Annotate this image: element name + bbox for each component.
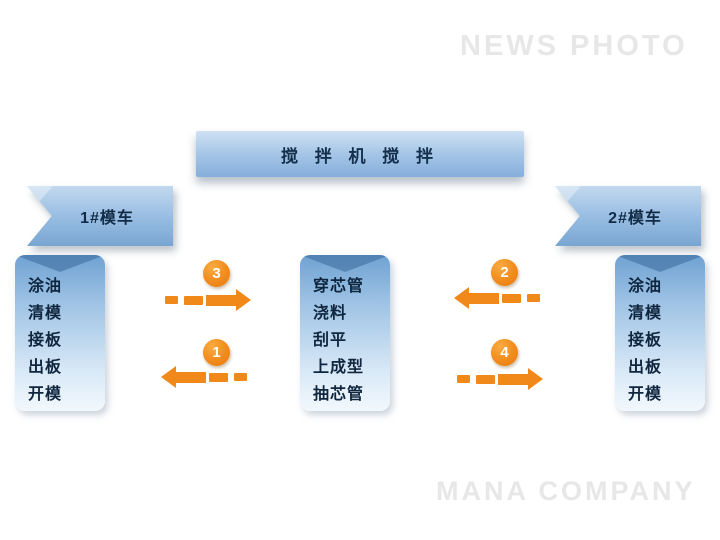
banner-fold-decoration — [555, 186, 581, 216]
list-item: 刮平 — [313, 332, 348, 349]
arrow-head-right-icon — [236, 289, 251, 311]
arrow-body — [454, 287, 499, 309]
arrow-dash — [476, 374, 495, 384]
right-banner-mold-car-2: 2#模车 — [555, 186, 701, 246]
list-item: 上成型 — [313, 359, 365, 376]
arrow-head-right-icon — [528, 368, 543, 390]
list-item: 浇料 — [313, 305, 348, 322]
process-list-center: 穿芯管 浇料 刮平 上成型 抽芯管 — [300, 255, 390, 408]
arrow-dash — [234, 373, 247, 381]
arrow-left-step2 — [454, 286, 543, 310]
watermark-bottom: MANA COMPANY — [436, 476, 696, 506]
arrow-tail — [469, 292, 499, 304]
step-badge-3: 3 — [203, 260, 230, 287]
process-box-left: 涂油 清模 接板 出板 开模 — [15, 255, 105, 411]
list-item: 清模 — [28, 305, 63, 322]
process-list-right: 涂油 清模 接板 出板 开模 — [615, 255, 705, 408]
step-badge-2: 2 — [491, 259, 518, 286]
arrow-head-left-icon — [161, 366, 176, 388]
right-banner-label: 2#模车 — [608, 210, 662, 227]
arrow-dash — [184, 295, 203, 305]
step-badge-1: 1 — [203, 339, 230, 366]
arrow-body — [498, 368, 543, 390]
arrow-body — [161, 366, 206, 388]
arrow-body — [206, 289, 251, 311]
arrow-tail — [206, 294, 236, 306]
list-item: 清模 — [628, 305, 663, 322]
arrow-right-step4 — [454, 367, 543, 391]
list-item: 涂油 — [28, 278, 63, 295]
arrow-dash — [209, 372, 228, 382]
top-banner-mixer: 搅 拌 机 搅 拌 — [196, 131, 524, 177]
top-banner-label: 搅 拌 机 搅 拌 — [281, 146, 439, 166]
arrow-dash — [502, 293, 521, 303]
arrow-head-left-icon — [454, 287, 469, 309]
process-list-left: 涂油 清模 接板 出板 开模 — [15, 255, 105, 408]
list-item: 出板 — [28, 359, 63, 376]
arrow-left-step1 — [161, 365, 250, 389]
process-box-right: 涂油 清模 接板 出板 开模 — [615, 255, 705, 411]
left-banner-mold-car-1: 1#模车 — [27, 186, 173, 246]
list-item: 接板 — [28, 332, 63, 349]
list-item: 开模 — [628, 386, 663, 403]
arrow-dash — [165, 296, 178, 304]
list-item: 抽芯管 — [313, 386, 365, 403]
arrow-right-step3 — [162, 288, 251, 312]
list-item: 出板 — [628, 359, 663, 376]
step-badge-4: 4 — [491, 339, 518, 366]
left-banner-label: 1#模车 — [80, 210, 134, 227]
arrow-dash — [457, 375, 470, 383]
list-item: 接板 — [628, 332, 663, 349]
banner-fold-decoration — [27, 186, 53, 216]
list-item: 开模 — [28, 386, 63, 403]
watermark-top: NEWS PHOTO — [460, 30, 688, 62]
arrow-dash — [527, 294, 540, 302]
list-item: 涂油 — [628, 278, 663, 295]
list-item: 穿芯管 — [313, 278, 365, 295]
process-box-center: 穿芯管 浇料 刮平 上成型 抽芯管 — [300, 255, 390, 411]
arrow-tail — [498, 373, 528, 385]
arrow-tail — [176, 371, 206, 383]
